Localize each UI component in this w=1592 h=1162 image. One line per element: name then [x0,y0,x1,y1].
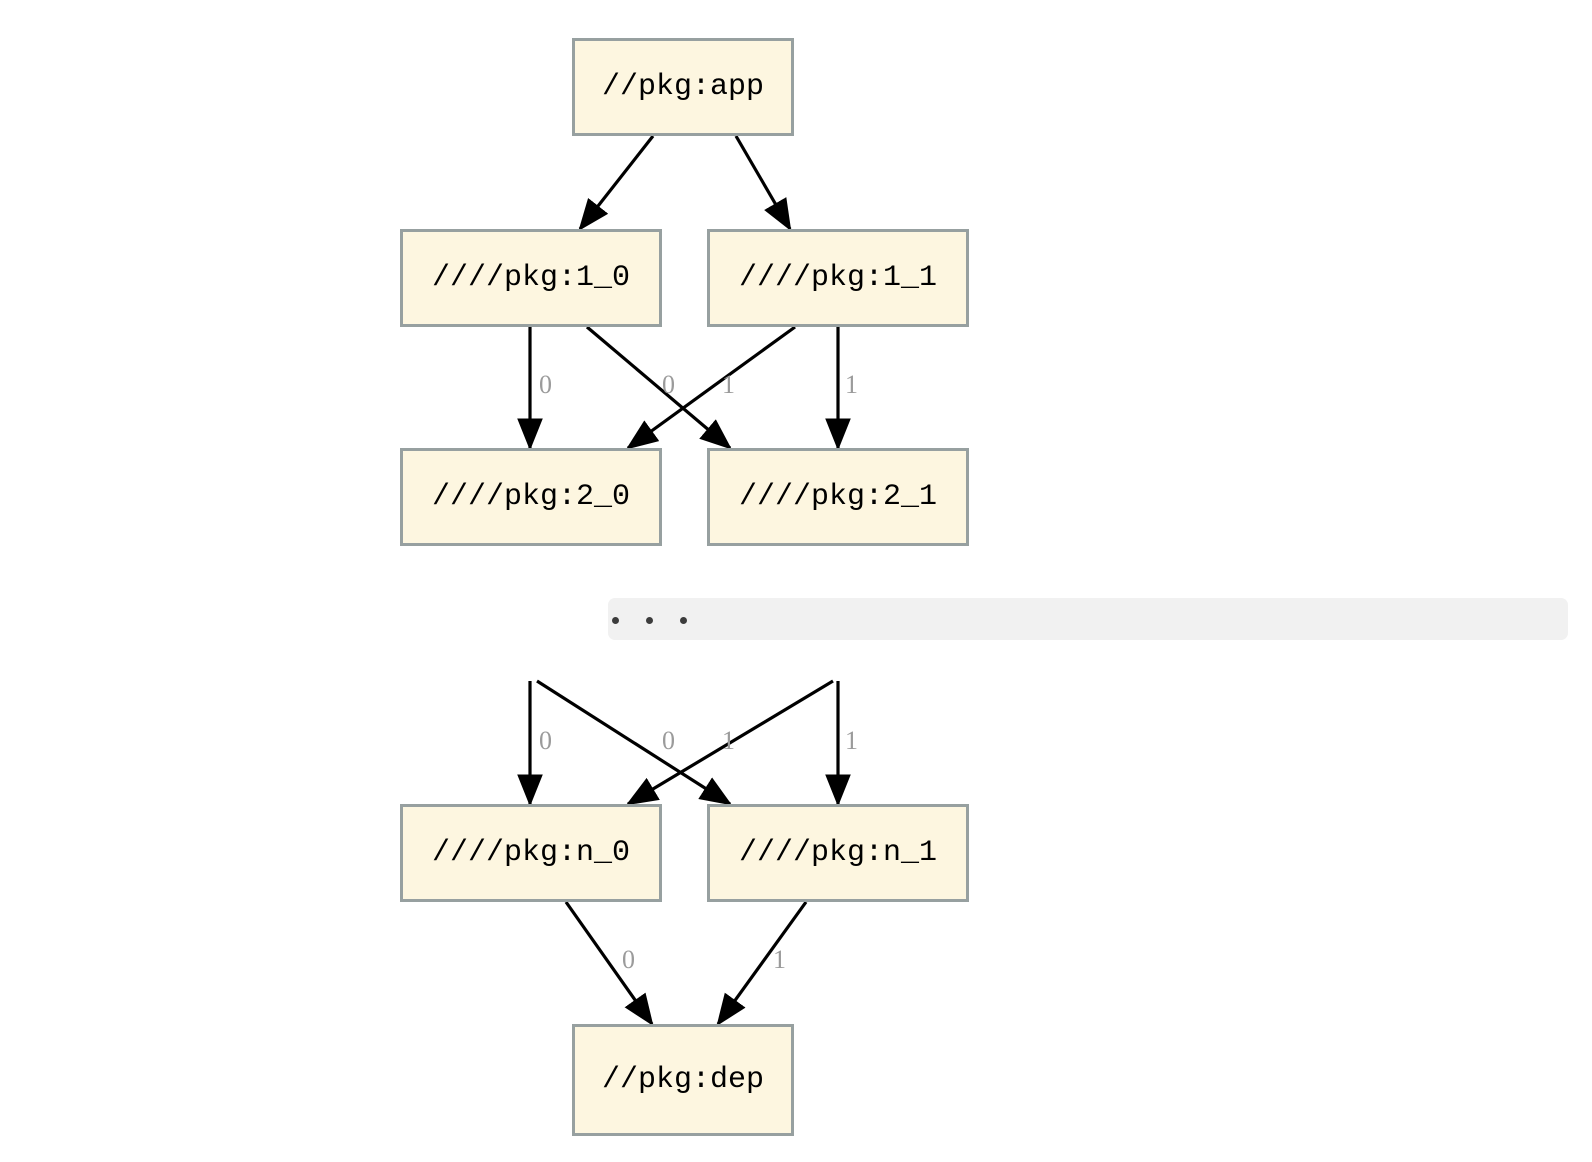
graph-edge-label-hidden-to-n_0: 0 [539,726,552,755]
edges-layer [517,135,851,1027]
graph-node-label: ////pkg:n_1 [738,836,938,870]
ellipsis-dots [612,617,687,624]
graph-node-label: //pkg:app [601,70,765,104]
graph-node-n1_0[interactable]: ////pkg:1_0 [400,229,662,327]
graph-node-label: ////pkg:1_1 [738,261,938,295]
graph-node-n1_1[interactable]: ////pkg:1_1 [707,229,969,327]
graph-edge-hidden-to-n_1 [536,679,733,806]
graph-node-n2_0[interactable]: ////pkg:2_0 [400,448,662,546]
graph-edge-label-n_1-to-dep: 1 [773,945,786,974]
graph-edge-1_0-to-2_1 [585,325,732,450]
ellipsis-dot [680,617,687,624]
graph-edge-label-hidden2-to-n_1: 1 [845,726,858,755]
graph-edge-app-to-1_1 [734,135,792,232]
graph-edge-label-1_0-to-2_1: 1 [722,370,735,399]
graph-edge-label-n_0-to-dep: 0 [622,945,635,974]
graph-edge-label-1_1-to-2_0: 0 [662,370,675,399]
graph-edge-n_1-to-dep [716,901,808,1027]
graph-node-label: //pkg:dep [601,1063,765,1097]
graph-edge-label-1_1-to-2_1: 1 [845,370,858,399]
graph-edge-label-hidden-to-n_1: 1 [722,726,735,755]
graph-edge-hidden2-to-n_0 [625,679,834,806]
graph-edge-n_0-to-dep [564,901,654,1027]
graph-node-label: ////pkg:2_1 [738,480,938,514]
graph-node-nn_0[interactable]: ////pkg:n_0 [400,804,662,902]
graph-edge-label-1_0-to-2_0: 0 [539,370,552,399]
graph-node-label: ////pkg:2_0 [431,480,631,514]
graph-node-app[interactable]: //pkg:app [572,38,794,136]
graph-node-dep[interactable]: //pkg:dep [572,1024,794,1136]
graph-node-label: ////pkg:1_0 [431,261,631,295]
graph-edge-app-to-1_0 [578,135,655,232]
ellipsis-separator-band [608,598,1568,640]
ellipsis-dot [612,617,619,624]
graph-node-n2_1[interactable]: ////pkg:2_1 [707,448,969,546]
graph-edge-1_1-to-2_0 [625,325,796,450]
graph-edge-label-hidden2-to-n_0: 0 [662,726,675,755]
graph-node-nn_1[interactable]: ////pkg:n_1 [707,804,969,902]
ellipsis-dot [646,617,653,624]
graph-node-label: ////pkg:n_0 [431,836,631,870]
